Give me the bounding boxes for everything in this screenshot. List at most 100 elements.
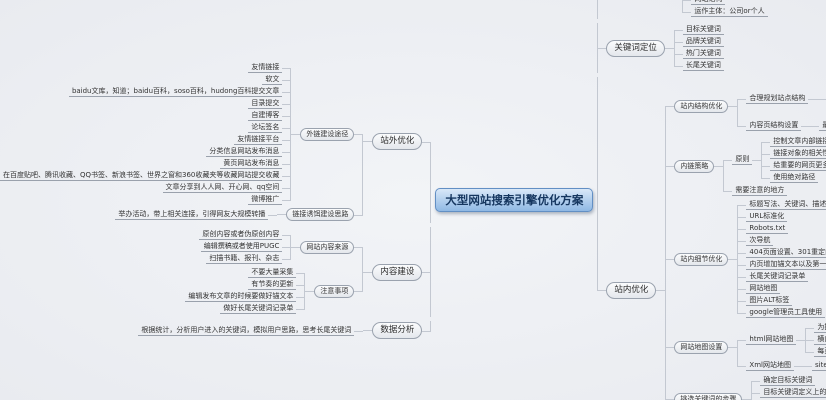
mind-node-l0-0-2[interactable]: baidu文库，知道；baidu百科，soso百科，hudong百科提交文章 [68,87,283,97]
mind-node-l2-0[interactable]: 根据统计，分析用户进入的关键词，模拟用户思路，思考长尾关键词 [138,326,355,336]
mind-branch-connector: 编辑撰稿或者使用PUGC [199,241,292,253]
central-topic[interactable]: 大型网站搜索引擎优化方案 [435,188,594,212]
mind-branch-connector: 原则扁平化的结构辅助导航、面包屑导航、次导航内容页穿插长尾关键词及链接进行锚文本… [817,80,826,118]
mind-branch-connector: 内页增加锚文本以及第一次出现关键词进行加粗 [737,259,826,271]
mind-node-r2-0-0[interactable]: 合理规划站点结构 [746,94,809,104]
mind-node-l0-1[interactable]: 链接诱饵建设思路 [286,208,355,221]
mind-node-r2-2-1[interactable]: URL标准化 [746,212,788,222]
mind-node-r2-2-6[interactable]: 长尾关键词记录单 [746,272,809,282]
mind-node-r2-2-8[interactable]: 图片ALT标签 [746,296,793,306]
mind-node-r2-1-0-2[interactable]: 给重要的网页更多的关注 [770,161,826,171]
mind-node-r2-4-0[interactable]: 确定目标关键词 [760,376,816,386]
mind-node-r2-1-0-1[interactable]: 链接对象的相关性要高 [770,149,826,159]
mind-branch-connector: baidu文库，知道；baidu百科，soso百科，hudong百科提交文章 [0,86,292,98]
mind-node-l0-0-11[interactable]: 微博推广 [248,195,283,205]
mind-node-r2-2[interactable]: 站内细节优化 [674,252,729,266]
mind-branch-connector: 网站地图设置 html网站地图 为搜索引擎建立一个良好的导航结构横向和纵向地图：01… [665,320,826,374]
mind-node-r2-4[interactable]: 挑选关键词的步骤 [674,392,743,400]
mind-branch-connector: 友情链接 [0,62,292,74]
mind-branch-connector: 目标关键词 [673,24,724,36]
mind-node-l0-0-5[interactable]: 论坛签名 [248,123,283,133]
mind-node-l0-1-0[interactable]: 举办活动，带上相关连接，引得网友大规模转播 [115,210,269,220]
mind-node-r1-1[interactable]: 品牌关键词 [682,37,724,47]
mind-node-l1-1-3[interactable]: 做好长尾关键词记录单 [220,304,297,314]
mind-node-r2-0-1-0[interactable]: 最新文章、推荐文章、热门文章模块、增加相关性，方便蜘蛛抓取获取更多内容 [819,121,826,131]
connector-line [801,125,811,127]
mind-branch-connector: 站内结构优化合理规划站点结构原则扁平化的结构辅助导航、面包屑导航、次导航内容页穿… [665,78,826,134]
branch-offsite-optimization[interactable]: 站外优化 [372,133,423,150]
mind-node-r2-2-3[interactable]: 次导航 [746,236,774,246]
branch-onsite-optimization[interactable]: 站内优化 [606,281,657,299]
mind-node-l0-0-1[interactable]: 软文 [262,75,283,85]
mind-node-r2-2-7[interactable]: 网站地图 [746,284,781,294]
mind-node-r2-4-1[interactable]: 目标关键词定义上的扩展 [760,388,826,398]
mind-node-r2-3[interactable]: 网站地图设置 [674,340,729,354]
branch-keyword-positioning[interactable]: 关键词定位 [606,39,665,57]
mind-branch-connector: 竞争对手分析pr快照反链内链收录网站历史品牌关键词长尾关键词网站结构运作主体：公… [597,0,826,19]
mind-node-r2-1-0[interactable]: 原则 [732,155,753,165]
mind-node-r1-0[interactable]: 目标关键词 [682,25,724,35]
mind-node-r2-3-0-0[interactable]: 为搜索引擎建立一个良好的导航结构 [814,323,826,333]
mind-node-r2-0[interactable]: 站内结构优化 [674,99,729,113]
mind-node-r2-1-0-0[interactable]: 控制文章内部链接数量 [770,137,826,147]
mind-node-r2-2-2[interactable]: Robots.txt [746,224,789,234]
branch-content-building[interactable]: 内容建设 [372,263,423,281]
mind-branch-connector: 目标关键词定义上的扩展 [751,387,826,399]
mind-node-r2-1-0-3[interactable]: 使用绝对路径 [770,173,819,183]
mind-node-r2-1-1[interactable]: 需要注意的地方 [732,186,788,196]
mind-branch-connector: 链接对象的相关性要高 [761,148,826,160]
mind-node-r0-8[interactable]: 网站结构 [691,0,726,5]
mind-branch-connector: 挑选关键词的步骤确定目标关键词目标关键词定义上的扩展模拟用户的思维设计关键词研究… [665,374,826,400]
mind-branch-connector: 分类信息网站发布消息 [0,146,292,158]
mind-node-l0-0-9[interactable]: 在百度贴吧、腾讯收藏、QQ书签、新浪书签、世界之窗和360收藏夹等收藏网站提交收… [0,171,283,181]
connector-line [291,246,301,248]
mind-node-r0-9[interactable]: 运作主体：公司or个人 [691,7,768,17]
mind-node-r2-2-0[interactable]: 标题写法、关键词、描述设置 [746,200,826,210]
mind-branch-connector: 长尾关键词 [673,60,724,72]
mind-node-l1-0[interactable]: 网站内容来源 [300,240,355,254]
connector-line [714,165,724,167]
connector-line [796,339,806,341]
mind-node-l1-1-1[interactable]: 有节奏的更新 [248,280,297,290]
left-branches-area: 友情链接软文 baidu文库，知道；baidu百科，soso百科，hudong百科… [0,62,432,339]
mind-node-l1-0-0[interactable]: 原创内容或者伪原创内容 [199,230,283,240]
mind-node-r2-3-1[interactable]: Xml网站地图 [746,361,794,371]
mind-node-r2-3-0[interactable]: html网站地图 [746,335,797,345]
mind-node-r2-2-5[interactable]: 内页增加锚文本以及第一次出现关键词进行加粗 [746,260,826,270]
mind-branch-connector: 友情链接平台 [0,134,292,146]
mind-node-r2-2-4[interactable]: 404页面设置、301重定向 [746,248,826,258]
mind-node-l0-0-4[interactable]: 自建博客 [248,111,283,121]
mind-node-l0-0-6[interactable]: 友情链接平台 [234,135,283,145]
mind-node-l0-0-0[interactable]: 友情链接 [248,63,283,73]
mind-node-r2-3-0-2[interactable]: 每页都有指向网站地图的链接 [814,347,826,357]
mind-node-l1-0-1[interactable]: 编辑撰稿或者使用PUGC [200,242,283,252]
mind-node-l0-0-3[interactable]: 目录提交 [248,99,283,109]
mind-node-l0-0-10[interactable]: 文章分享到人人网、开心网、qq空间 [162,183,283,193]
mind-node-l0-0-8[interactable]: 黄页网站发布消息 [220,159,283,169]
mind-node-r1-3[interactable]: 长尾关键词 [682,61,724,71]
mind-node-r2-3-0-1[interactable]: 横向和纵向地图：01.横向为频道、栏目、专题;02.纵向主要针对关键词 [814,335,826,345]
mind-node-r2-2-9[interactable]: google管理员工具使用 [746,308,826,318]
mind-node-r2-0-1[interactable]: 内容页结构设置 [746,121,802,131]
mind-node-r1-2[interactable]: 热门关键词 [682,49,724,59]
mind-node-l1-1[interactable]: 注意事项 [314,284,355,298]
mind-node-l1-1-0[interactable]: 不要大量采集 [248,268,297,278]
mind-node-l0-0[interactable]: 外链建设途径 [300,127,355,141]
mind-node-l0-0-7[interactable]: 分类信息网站发布消息 [206,147,283,157]
mind-node-r2-3-1-0[interactable]: sitemap.xml提交给google [811,361,826,371]
mind-branch-connector: 品牌关键词 [673,36,724,48]
connector-line [363,330,373,331]
mind-node-l1-1-2[interactable]: 编辑发布文章的时候要做好锚文本 [185,292,297,302]
mind-branch-connector: Robots.txt [737,223,826,235]
mind-branch-connector: 标题写法、关键词、描述设置 [737,199,826,211]
mind-branch-connector: 次导航 [737,235,826,247]
branch-data-analysis[interactable]: 数据分析 [372,322,423,339]
mind-branch-connector: 不要大量采集有节奏的更新编辑发布文章的时候要做好锚文本做好长尾关键词记录单 注意事… [185,266,364,316]
mind-branch-connector: 关键词定位 目标关键词品牌关键词热门关键词长尾关键词 [597,23,826,73]
mind-branch-connector: 需要注意的地方 [723,185,826,197]
mind-node-l1-0-2[interactable]: 扫描书籍、报刊、杂志 [206,254,283,264]
mind-branch-connector: 合理规划站点结构原则扁平化的结构辅助导航、面包屑导航、次导航内容页穿插长尾关键词… [737,79,826,119]
mind-branch-connector: 最新文章、推荐文章、热门文章模块、增加相关性，方便蜘蛛抓取获取更多内容 [810,120,826,132]
mind-node-r2-1[interactable]: 内链策略 [674,159,715,173]
